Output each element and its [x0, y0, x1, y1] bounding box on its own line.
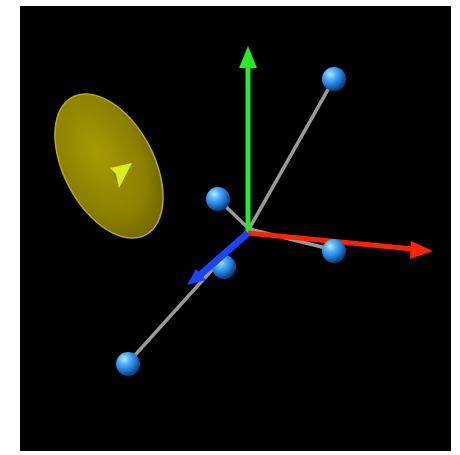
ellipsoid-cone	[110, 163, 132, 188]
atom-sphere[interactable]	[116, 352, 140, 376]
ellipsoid-body	[54, 93, 164, 239]
ellipsoid-glyph[interactable]	[33, 76, 186, 256]
atom-sphere[interactable]	[206, 187, 230, 211]
bond	[247, 77, 336, 231]
z-axis-arrow	[187, 230, 251, 285]
molecule-scene[interactable]	[20, 6, 451, 451]
y-axis-arrow	[239, 46, 257, 231]
3d-molecule-viewport[interactable]	[20, 6, 451, 451]
ellipsoid-cone-shade	[110, 168, 119, 188]
atom-sphere[interactable]	[322, 239, 346, 263]
atom-sphere[interactable]	[322, 67, 346, 91]
